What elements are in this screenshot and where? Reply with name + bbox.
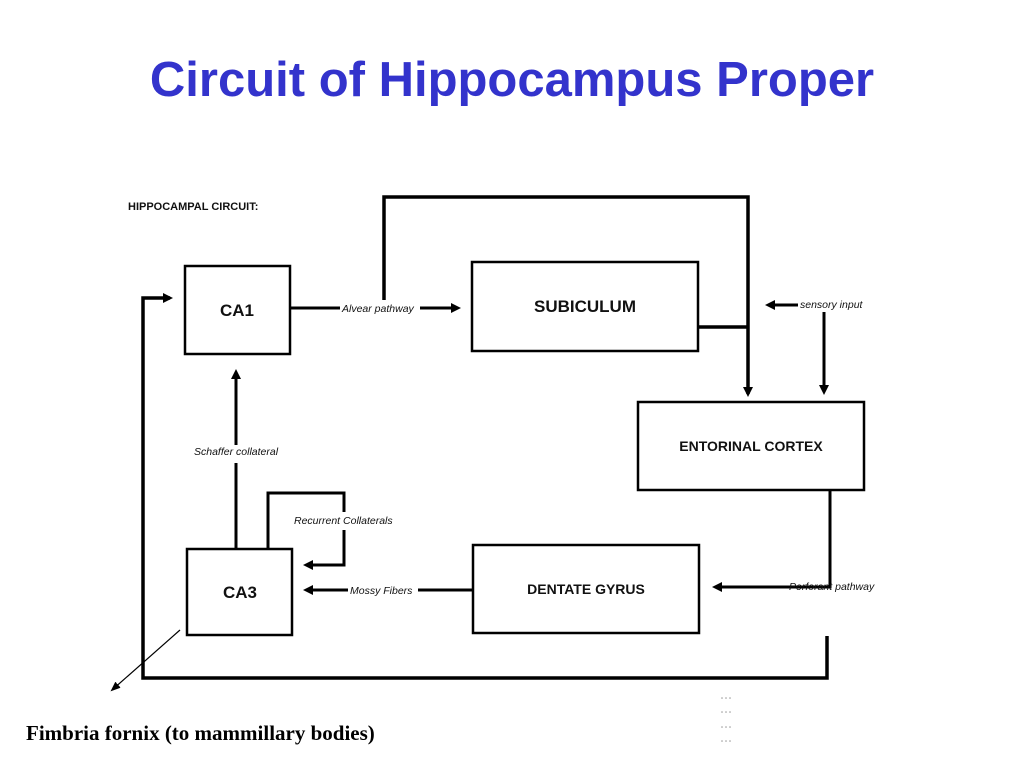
fimbria-fornix-caption: Fimbria fornix (to mammillary bodies) — [26, 721, 375, 745]
node-dentate-gyrus: DENTATE GYRUS — [471, 543, 701, 635]
edge-recurrent-label: Recurrent Collaterals — [294, 515, 393, 527]
node-ca1-label: CA1 — [220, 301, 254, 320]
node-dentate-label: DENTATE GYRUS — [527, 581, 645, 597]
node-ca1: CA1 — [183, 264, 292, 356]
edge-perforant-pathway: Perforant pathway — [712, 490, 875, 593]
fimbria-fornix-arrow — [110, 629, 181, 692]
edge-schaffer-collateral: Schaffer collateral — [194, 369, 279, 549]
slide-title: Circuit of Hippocampus Proper — [149, 53, 875, 107]
edge-schaffer-label: Schaffer collateral — [194, 446, 279, 458]
edge-perforant-label: Perforant pathway — [789, 581, 875, 593]
edge-top-loop — [382, 195, 753, 397]
node-subiculum-label: SUBICULUM — [534, 297, 636, 316]
node-ca3: CA3 — [185, 547, 294, 637]
edge-bottom-loop — [141, 293, 829, 680]
edge-mossy-label: Mossy Fibers — [350, 585, 413, 597]
decorative-dots — [721, 697, 731, 742]
edge-mossy-fibers: Mossy Fibers — [303, 585, 473, 597]
node-entorhinal-label: ENTORINAL CORTEX — [679, 438, 823, 454]
edge-recurrent-collaterals: Recurrent Collaterals — [266, 491, 393, 570]
diagram-heading: HIPPOCAMPAL CIRCUIT: — [128, 201, 258, 213]
edge-sensory-label: sensory input — [800, 299, 864, 311]
edge-sensory-input: sensory input — [765, 299, 864, 395]
node-subiculum: SUBICULUM — [470, 260, 700, 353]
edge-alvear-label: Alvear pathway — [341, 303, 415, 315]
edge-alvear-pathway: Alvear pathway — [290, 303, 461, 315]
node-ca3-label: CA3 — [223, 583, 257, 602]
node-entorhinal-cortex: ENTORINAL CORTEX — [636, 400, 866, 492]
